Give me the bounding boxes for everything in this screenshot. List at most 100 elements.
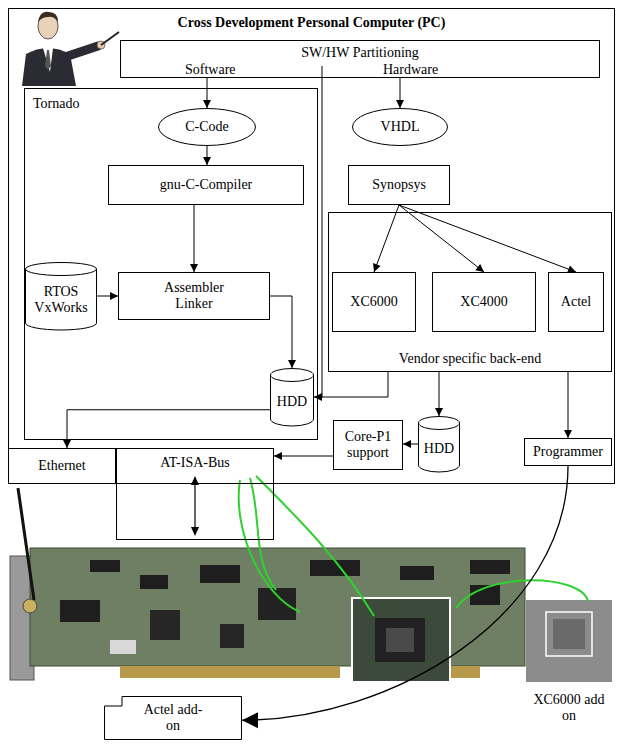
connector-line bbox=[194, 205, 195, 272]
node-text: Software bbox=[185, 62, 236, 78]
connector-line bbox=[568, 372, 569, 438]
caption-label: XC6000 add on bbox=[526, 692, 612, 724]
arrow-head bbox=[288, 360, 296, 368]
arrow-head bbox=[396, 100, 404, 108]
arrow-head bbox=[110, 292, 118, 300]
node-text: Actel add-on bbox=[143, 702, 203, 734]
ide-frame: TornadoC-Codegnu-C-CompilerRTOS VxWorksA… bbox=[24, 88, 318, 440]
arrow-head bbox=[63, 440, 71, 448]
arrow-connector bbox=[203, 78, 211, 108]
board-photo bbox=[386, 628, 414, 652]
node-text: Programmer bbox=[533, 444, 603, 460]
presenter-figure bbox=[43, 48, 53, 72]
programmer-box: Programmer bbox=[524, 438, 612, 466]
board-photo bbox=[553, 619, 585, 649]
source-ellipse: C-Code bbox=[158, 108, 256, 146]
addon-card-outline bbox=[105, 697, 242, 740]
hdd-disk-outline bbox=[271, 369, 314, 382]
board-photo bbox=[120, 666, 340, 678]
system-frame: Cross Development Personal Computer (PC)… bbox=[8, 8, 615, 484]
rtos-database: RTOS VxWorks bbox=[25, 262, 97, 330]
arrow-connector bbox=[190, 205, 198, 272]
board-photo bbox=[110, 640, 136, 654]
synthesis-box: Synopsys bbox=[348, 165, 450, 205]
board-photo bbox=[352, 598, 450, 682]
compiler-box: gnu-C-Compiler bbox=[108, 165, 304, 205]
bus-box: AT-ISA-Bus bbox=[116, 448, 274, 540]
linker-box: Assembler Linker bbox=[118, 272, 270, 320]
green-leader bbox=[239, 476, 588, 616]
board-photo bbox=[258, 588, 296, 620]
hdd-disk-outline bbox=[419, 423, 460, 472]
arrow-connector bbox=[314, 372, 388, 401]
hdd-disk-outline bbox=[271, 375, 314, 426]
fpga-box: Actel bbox=[548, 272, 604, 332]
arrow-head bbox=[314, 393, 322, 401]
node-text: XC6000 bbox=[350, 294, 397, 310]
arrow-connector bbox=[435, 372, 443, 416]
connector-line bbox=[314, 372, 388, 397]
board-photo bbox=[60, 600, 100, 622]
node-text: VHDL bbox=[381, 119, 420, 135]
connector-line bbox=[274, 456, 333, 457]
bus-double-arrow bbox=[194, 482, 195, 530]
node-text: Actel bbox=[561, 294, 591, 310]
node-text: RTOS VxWorks bbox=[25, 284, 97, 316]
arrow-connector bbox=[399, 205, 576, 273]
arrow-connector bbox=[274, 452, 333, 460]
board-photo bbox=[375, 618, 425, 662]
node-text: Synopsys bbox=[372, 177, 426, 193]
arrow-head bbox=[564, 430, 572, 438]
hdd-disk-outline bbox=[419, 417, 460, 430]
presenter-figure bbox=[38, 12, 58, 22]
arrow-head bbox=[203, 100, 211, 108]
node-text: Vendor specific back-end bbox=[399, 351, 541, 367]
node-text: gnu-C-Compiler bbox=[160, 177, 253, 193]
arrow-head bbox=[435, 408, 443, 416]
arrow-connector bbox=[203, 146, 211, 165]
arrow-connector bbox=[396, 78, 404, 108]
board-photo bbox=[140, 575, 168, 589]
presenter-figure bbox=[68, 46, 98, 56]
green-leader bbox=[456, 580, 588, 608]
presenter-figure bbox=[45, 50, 51, 70]
bus-double-arrow bbox=[191, 476, 199, 536]
node-text: XC4000 bbox=[460, 294, 507, 310]
partition-divider bbox=[322, 66, 323, 398]
part-label: XC6000 add on bbox=[526, 692, 612, 724]
node-text: Core-P1 support bbox=[338, 429, 398, 461]
node-text: C-Code bbox=[185, 119, 229, 135]
connector-line bbox=[399, 205, 484, 272]
board-photo bbox=[10, 488, 612, 682]
node-text: AT-ISA-Bus bbox=[160, 455, 230, 471]
ethernet-port: Ethernet bbox=[8, 448, 116, 484]
connector-line bbox=[270, 296, 292, 368]
connector-line bbox=[67, 410, 270, 448]
node-text: Assembler Linker bbox=[154, 280, 234, 312]
board-photo bbox=[526, 600, 612, 682]
arrow-connector bbox=[270, 296, 296, 368]
arrow-head bbox=[373, 263, 380, 272]
source-ellipse-outline bbox=[353, 109, 448, 146]
arrow-head bbox=[403, 440, 411, 448]
arrow-head bbox=[203, 157, 211, 165]
arrow-connector bbox=[564, 372, 572, 438]
fpga-box: XC4000 bbox=[432, 272, 536, 332]
support-box: Core-P1 support bbox=[333, 420, 403, 470]
addon-card: Actel add-on bbox=[104, 696, 242, 740]
fpga-box: XC6000 bbox=[332, 272, 416, 332]
node-text: HDD bbox=[277, 394, 307, 410]
node-text: SW/HW Partitioning bbox=[301, 45, 419, 61]
arrow-connector bbox=[403, 440, 418, 448]
arrow-connector bbox=[399, 205, 484, 272]
source-ellipse: VHDL bbox=[352, 108, 448, 146]
source-ellipse-outline bbox=[159, 109, 256, 146]
arrow-connector bbox=[97, 292, 118, 300]
partition-box: SW/HW PartitioningSoftwareHardware bbox=[120, 40, 600, 78]
board-photo bbox=[18, 488, 34, 600]
node-text: Cross Development Personal Computer (PC) bbox=[178, 15, 446, 31]
connector-line bbox=[399, 205, 576, 272]
board-photo bbox=[220, 624, 244, 648]
arrow-head bbox=[190, 264, 198, 272]
arrow-connector bbox=[373, 205, 399, 272]
